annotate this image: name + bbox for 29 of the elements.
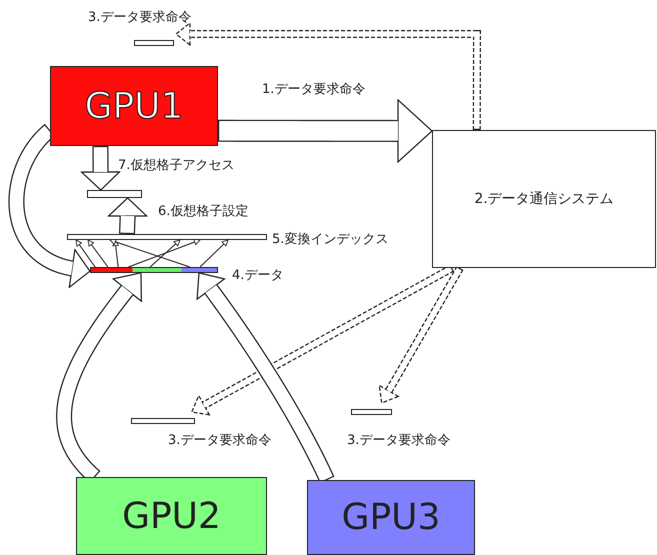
arrow — [110, 238, 190, 268]
edge-label: 7.仮想格子アクセス — [118, 157, 234, 174]
step-label: 3.データ要求命令 — [88, 9, 192, 26]
step-label: 3.データ要求命令 — [347, 432, 450, 449]
process-box — [432, 130, 656, 268]
bar-block — [131, 418, 195, 424]
bar-block — [90, 267, 218, 273]
arrow — [150, 240, 180, 268]
arrow — [112, 240, 119, 268]
node-label: GPU3 — [342, 497, 440, 538]
process-box — [76, 477, 267, 555]
step-label: 3.データ要求命令 — [168, 432, 272, 449]
node-label: 2.データ通信システム — [474, 190, 614, 208]
process-box — [50, 66, 218, 146]
bar-block — [134, 40, 174, 46]
edge-label: 1.データ要求命令 — [262, 81, 366, 98]
arrow — [128, 238, 200, 268]
process-box — [307, 480, 475, 555]
node-label: GPU1 — [84, 86, 184, 126]
node-label: GPU2 — [122, 496, 221, 536]
arrow — [88, 240, 108, 268]
arrow — [200, 240, 228, 268]
step-label: 4.データ — [232, 267, 284, 284]
arrow — [76, 240, 96, 268]
edge-label: 6.仮想格子設定 — [158, 203, 248, 220]
bar-block — [67, 234, 267, 240]
step-label: 5.変換インデックス — [272, 231, 388, 248]
bar-block — [351, 409, 392, 415]
bar-block — [87, 190, 142, 198]
